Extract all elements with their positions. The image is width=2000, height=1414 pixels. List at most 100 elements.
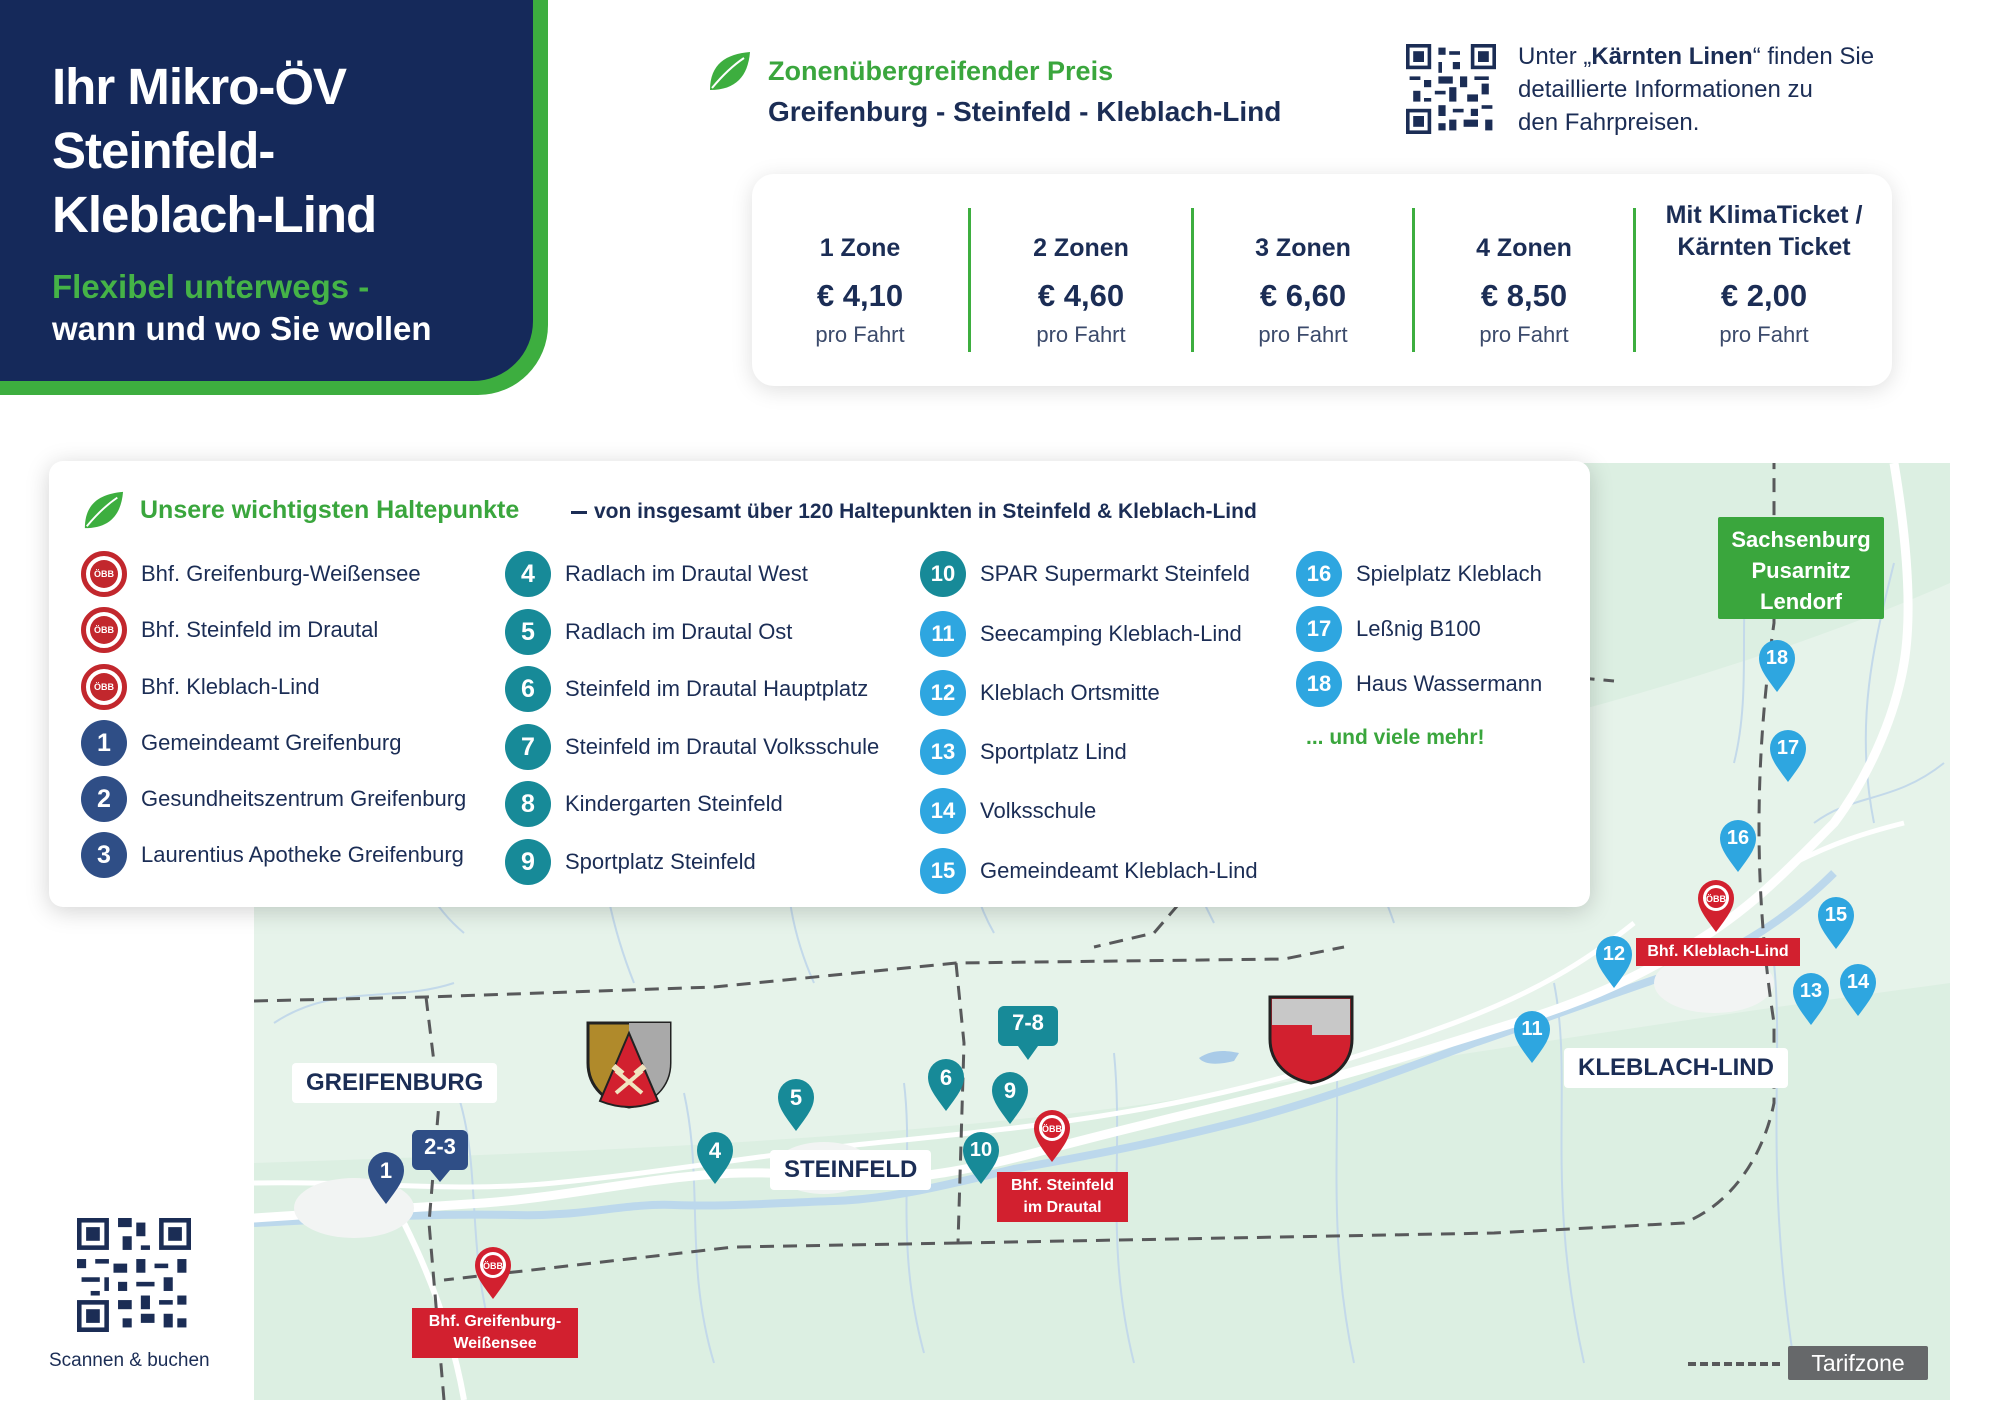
map-pin-shape: [998, 1006, 1058, 1060]
destination-line-1: Sachsenburg: [1731, 527, 1871, 552]
header-panel-inner: [0, 0, 533, 381]
stop-number-badge: 12: [920, 670, 966, 716]
map-pin-4[interactable]: 4: [695, 1130, 735, 1186]
place-steinfeld: STEINFELD: [770, 1150, 932, 1190]
info-link-text[interactable]: Kärnten Linen: [1591, 43, 1753, 70]
map-pin-16[interactable]: 16: [1718, 818, 1758, 874]
map-pin-14[interactable]: 14: [1838, 962, 1878, 1018]
steinfeld-coat-of-arms-icon: [586, 1021, 672, 1109]
stop-number-badge: 4: [505, 551, 551, 597]
map-pin-shape: [1759, 640, 1795, 692]
map-pin-label: 11: [1521, 1018, 1543, 1040]
price-unit: pro Fahrt: [1258, 322, 1348, 347]
map-pin-10[interactable]: 10: [961, 1130, 1001, 1186]
map-pin-11[interactable]: 11: [1512, 1009, 1552, 1065]
tarifzone-label: Tarifzone: [1788, 1346, 1928, 1380]
map-pin-7-8[interactable]: 7-8: [996, 1004, 1060, 1062]
info-line-2: detaillierte Informationen zu: [1518, 76, 1813, 103]
stop-name: Bhf. Greifenburg-Weißensee: [141, 561, 421, 586]
title-line-2: Steinfeld-: [52, 122, 275, 179]
stop-name: Spielplatz Kleblach: [1356, 561, 1542, 586]
price-zone: 2 Zonen: [1033, 234, 1129, 262]
price-col-4: 4 Zonen € 8,50 pro Fahrt: [1415, 174, 1633, 386]
price-value: € 4,60: [1037, 278, 1125, 313]
obb-station-pin-steinfeld[interactable]: ÖBB: [1032, 1108, 1072, 1164]
station-label-line: Bhf. Steinfeld: [1010, 1177, 1115, 1194]
destination-line-3: Lendorf: [1760, 589, 1842, 614]
qr-code-booking[interactable]: [77, 1218, 191, 1332]
stop-number-badge: 17: [1296, 606, 1342, 652]
station-label-line: im Drautal: [1023, 1199, 1102, 1216]
price-zone: 4 Zonen: [1476, 234, 1572, 262]
price-unit: pro Fahrt: [815, 322, 905, 347]
price-value: € 8,50: [1480, 278, 1568, 313]
obb-logo-text: ÖBB: [90, 560, 118, 588]
stop-name: Volksschule: [980, 798, 1097, 823]
stop-name: Haus Wassermann: [1356, 671, 1543, 696]
legend-subtitle: von insgesamt über 120 Haltepunkten in S…: [594, 500, 1257, 523]
station-label-line: Weißensee: [453, 1335, 537, 1352]
map-pin-shape: [697, 1132, 733, 1184]
map-pin-label: 10: [969, 1139, 993, 1161]
map-pin-13[interactable]: 13: [1791, 971, 1831, 1027]
map-pin-6[interactable]: 6: [926, 1057, 966, 1113]
map-pin-2-3[interactable]: 2-3: [410, 1128, 470, 1184]
title-line-3: Kleblach-Lind: [52, 186, 377, 243]
stop-number-badge: 16: [1296, 551, 1342, 597]
price-unit: pro Fahrt: [1479, 322, 1569, 347]
price-col-3: 3 Zonen € 6,60 pro Fahrt: [1194, 174, 1412, 386]
map-pin-shape: [1770, 730, 1806, 782]
obb-station-pin-kleblach[interactable]: ÖBB: [1696, 878, 1736, 934]
stop-name: Bhf. Kleblach-Lind: [141, 674, 320, 699]
stop-name: Gemeindeamt Greifenburg: [141, 730, 402, 755]
info-text: Unter „Kärnten Linen“ finden Sie detaill…: [1518, 40, 1938, 139]
price-unit: pro Fahrt: [1036, 322, 1126, 347]
map-pin-9[interactable]: 9: [990, 1070, 1030, 1126]
map-pin-5[interactable]: 5: [776, 1077, 816, 1133]
stop-name: Kindergarten Steinfeld: [565, 791, 783, 816]
obb-logo-text: ÖBB: [90, 616, 118, 644]
map-pin-shape: [1514, 1011, 1550, 1063]
map-pin-shape: [963, 1132, 999, 1184]
map-pin-15[interactable]: 15: [1816, 895, 1856, 951]
legend-title: Unsere wichtigsten Haltepunkte: [140, 496, 520, 524]
map-pin-label: 1: [379, 1158, 393, 1183]
zone-price-heading: Zonenübergreifender Preis: [768, 56, 1114, 86]
stop-name: Leßnig B100: [1356, 616, 1481, 641]
klima-line-1: Mit KlimaTicket /: [1665, 201, 1863, 229]
obb-station-pin-greifenburg[interactable]: ÖBB: [473, 1245, 513, 1301]
map-pin-1[interactable]: 1: [366, 1150, 406, 1206]
svg-text:ÖBB: ÖBB: [1042, 1124, 1063, 1134]
legend-dash: [571, 511, 587, 514]
map-pin-shape: [992, 1072, 1028, 1124]
map-pin-17[interactable]: 17: [1768, 728, 1808, 784]
tarifzone-dash-sample: [1688, 1362, 1780, 1366]
map-pin-label: 17: [1776, 737, 1800, 759]
page-title: Ihr Mikro-ÖV Steinfeld- Kleblach-Lind: [52, 55, 377, 247]
map-pin-label: 16: [1726, 827, 1750, 849]
stop-name: Gesundheitszentrum Greifenburg: [141, 786, 467, 811]
stop-name: Steinfeld im Drautal Hauptplatz: [565, 676, 869, 701]
info-pre: Unter „: [1518, 43, 1592, 70]
price-divider: [1412, 208, 1415, 352]
station-label-line: Bhf. Kleblach-Lind: [1647, 943, 1789, 960]
map-pin-18[interactable]: 18: [1757, 638, 1797, 694]
stop-name: Sportplatz Steinfeld: [565, 849, 756, 874]
stop-name: Steinfeld im Drautal Volksschule: [565, 734, 880, 759]
qr-code-info[interactable]: [1406, 44, 1496, 134]
map-pin-12[interactable]: 12: [1594, 934, 1634, 990]
obb-logo-icon: ÖBB: [81, 551, 127, 597]
station-label-kleblach: Bhf. Kleblach-Lind: [1636, 938, 1800, 966]
stop-number-badge: 3: [81, 832, 127, 878]
stop-name: Laurentius Apotheke Greifenburg: [141, 842, 464, 867]
map-pin-label: 2-3: [424, 1134, 456, 1159]
price-value: € 4,10: [816, 278, 904, 313]
info-line-3: den Fahrpreisen.: [1518, 109, 1700, 136]
stop-name: Sportplatz Lind: [980, 739, 1127, 764]
price-divider: [1633, 208, 1636, 352]
map-pin-label: 6: [939, 1065, 953, 1090]
price-value: € 2,00: [1720, 278, 1808, 313]
svg-text:ÖBB: ÖBB: [483, 1261, 504, 1271]
stop-number-badge: 15: [920, 848, 966, 894]
map-pin-shape: [778, 1079, 814, 1131]
